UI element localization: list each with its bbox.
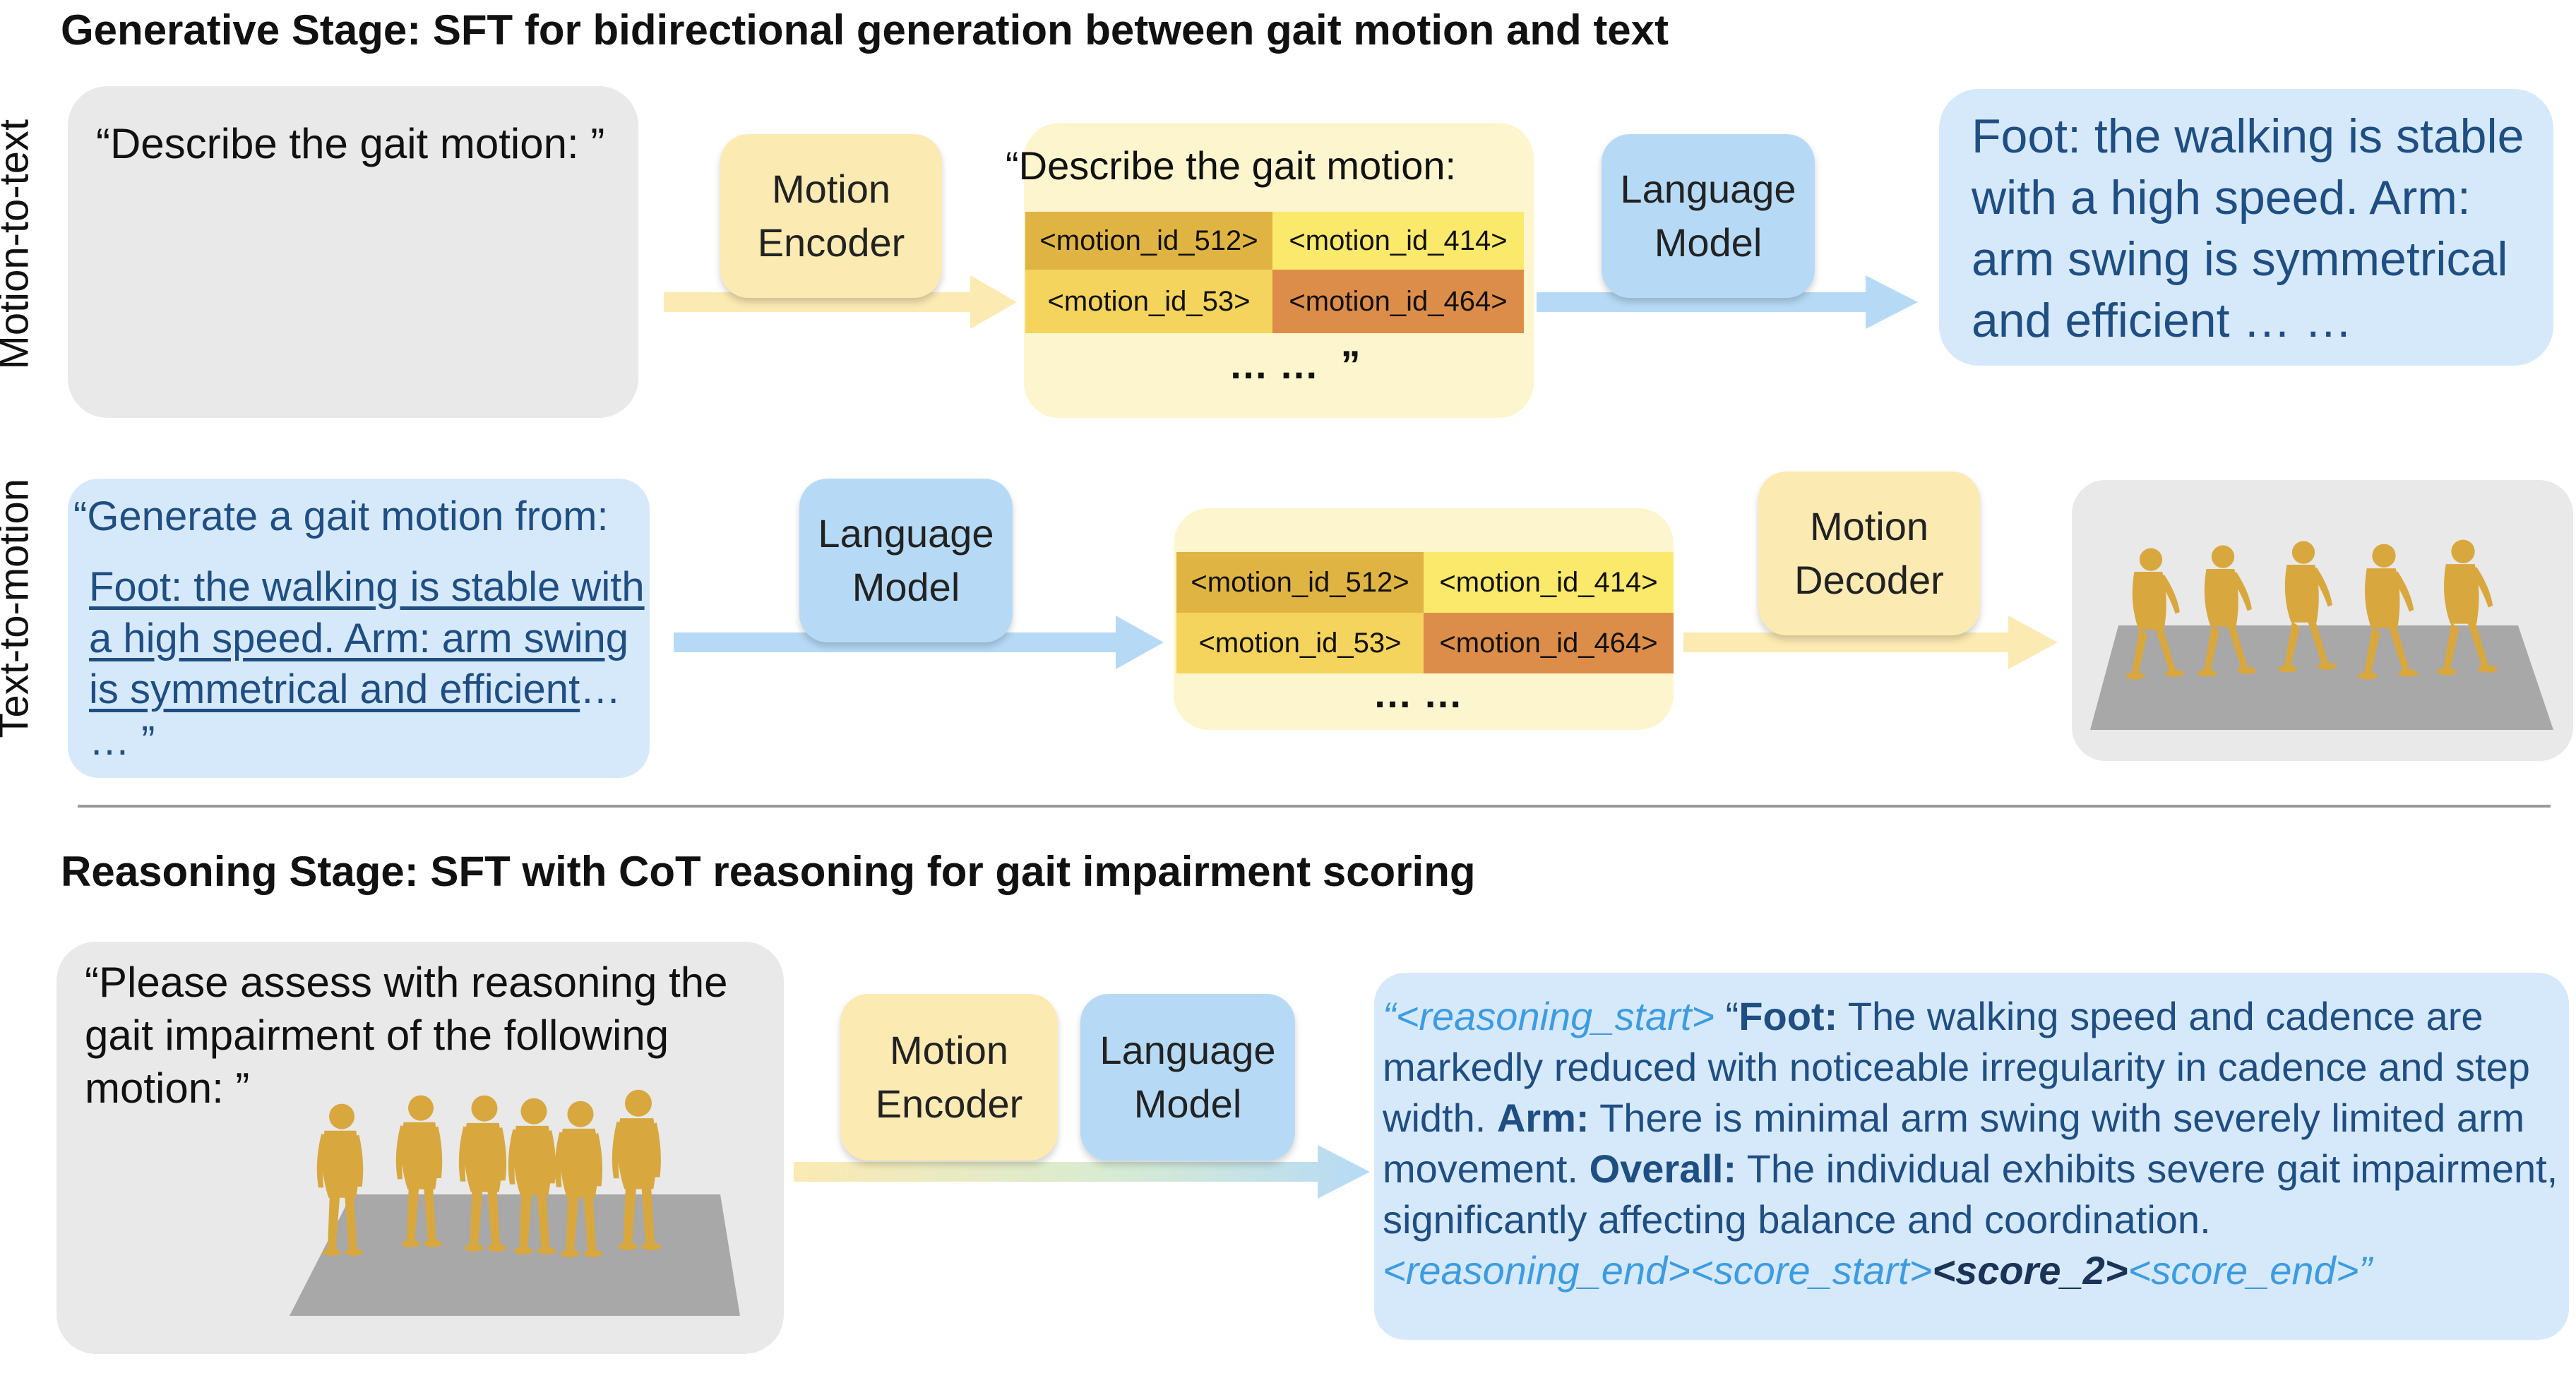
motion-decoder-line2: Decoder <box>1794 558 1944 602</box>
language-model-line2: Model <box>1654 220 1763 265</box>
motion-encoder-line2: Encoder <box>757 220 905 265</box>
overall-label: Overall: <box>1589 1146 1737 1191</box>
score-end-token: <score_end>” <box>2128 1248 2373 1293</box>
arrow-text-to-lm <box>674 616 1164 669</box>
token-motion-id-512: <motion_id_512> <box>1025 212 1272 270</box>
t2m-prompt-tail: … … ” <box>89 666 621 764</box>
token-motion-id-512: <motion_id_512> <box>1176 552 1424 613</box>
reasoning-stage-heading: Reasoning Stage: SFT with CoT reasoning … <box>61 848 1476 895</box>
foot-text: The walking speed and cadence are marked… <box>1383 994 2530 1140</box>
m2t-token-ellipsis: … … ” <box>1229 342 1361 387</box>
arm-text: There is minimal arm swing with severely… <box>1383 1096 2525 1191</box>
motion-decoder-line1: Motion <box>1809 504 1929 549</box>
arrow-tokens-to-decoder <box>1683 616 2058 669</box>
token-motion-id-464: <motion_id_464> <box>1272 270 1524 333</box>
language-model-line1: Language <box>818 511 994 556</box>
token-motion-id-414: <motion_id_414> <box>1424 552 1674 613</box>
gait-figures-t2m <box>2090 539 2553 730</box>
arrow-reasoning <box>794 1145 1370 1199</box>
arm-label: Arm: <box>1496 1096 1590 1140</box>
t2m-prompt-underlined: Foot: the walking is stable with a high … <box>89 564 645 712</box>
t2m-input-panel <box>68 479 650 778</box>
motion-encoder-line1: Motion <box>889 1028 1009 1073</box>
m2t-output-panel <box>1939 89 2553 366</box>
arrow-encoder-to-tokens <box>664 275 1017 329</box>
t2m-prompt-body: Foot: the walking is stable with a high … <box>89 562 647 767</box>
inner-quote: “ <box>1715 994 1739 1038</box>
reasoning-output-text: “<reasoning_start> “Foot: The walking sp… <box>1383 991 2562 1296</box>
token-motion-id-53: <motion_id_53> <box>1025 270 1272 333</box>
motion-encoder-line2: Encoder <box>875 1081 1023 1126</box>
reasoning-prompt: “Please assess with reasoning the gait i… <box>85 959 728 1112</box>
arrow-tokens-to-lm <box>1537 275 1918 329</box>
generative-stage-heading: Generative Stage: SFT for bidirectional … <box>61 6 1669 54</box>
reasoning-end-score-start-tokens: <reasoning_end><score_start> <box>1383 1248 1933 1293</box>
m2t-output-text: Foot: the walking is stable with a high … <box>1972 109 2524 348</box>
row-label-motion-to-text: Motion-to-text <box>0 119 37 370</box>
foot-label: Foot: <box>1739 994 1838 1038</box>
token-motion-id-414: <motion_id_414> <box>1272 212 1524 270</box>
open-quote: “ <box>1383 994 1396 1038</box>
reasoning-output-panel <box>1374 973 2569 1340</box>
m2t-prompt: “Describe the gait motion: ” <box>96 120 605 167</box>
language-model-line2: Model <box>1133 1081 1242 1126</box>
m2t-input-panel <box>68 86 638 418</box>
score-token: <score_2> <box>1932 1248 2128 1293</box>
m2t-token-prompt: “Describe the gait motion: <box>1006 143 1457 188</box>
token-motion-id-464: <motion_id_464> <box>1424 613 1674 673</box>
language-model-line1: Language <box>1099 1028 1276 1073</box>
row-label-text-to-motion: Text-to-motion <box>0 479 37 738</box>
gait-figures-reasoning <box>290 1089 740 1316</box>
t2m-token-ellipsis: … … <box>1373 671 1463 716</box>
t2m-prompt-line1: “Generate a gait motion from: <box>73 493 609 539</box>
language-model-line1: Language <box>1620 167 1796 212</box>
motion-encoder-line1: Motion <box>771 167 891 212</box>
token-motion-id-53: <motion_id_53> <box>1176 613 1424 673</box>
overall-text: The individual exhibits severe gait impa… <box>1383 1146 2558 1242</box>
language-model-line2: Model <box>852 565 960 609</box>
reasoning-start-token: <reasoning_start> <box>1395 994 1715 1038</box>
